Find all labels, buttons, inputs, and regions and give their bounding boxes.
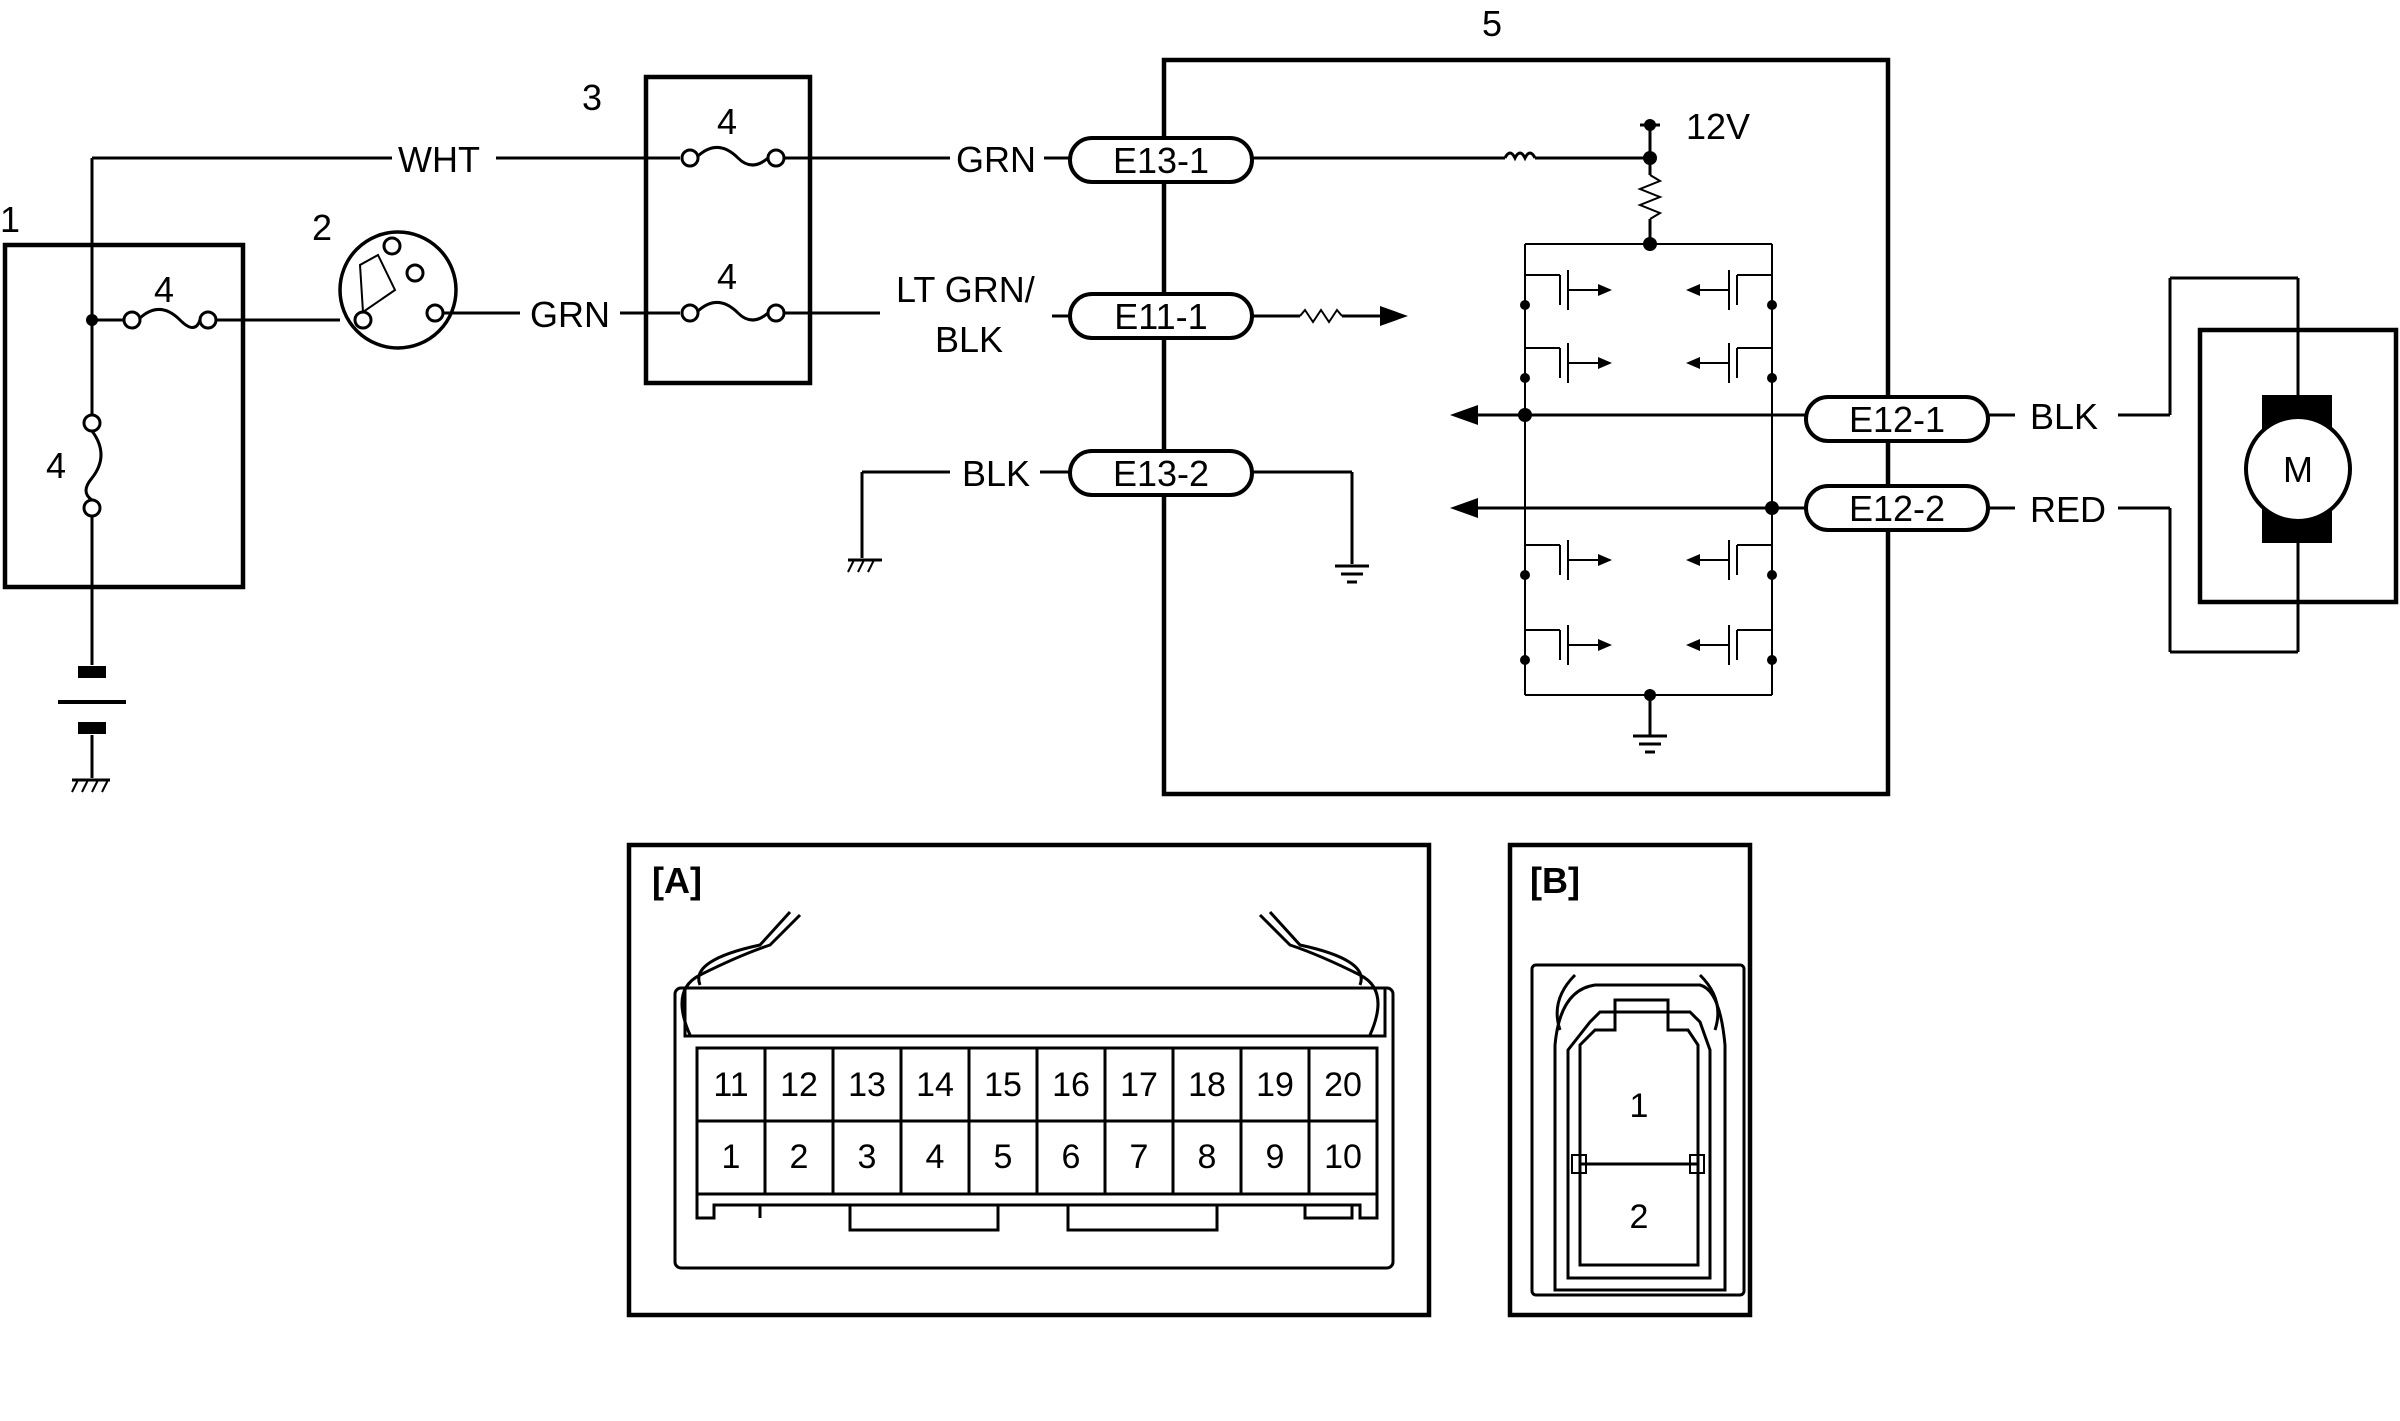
pin-label: 5 [994,1138,1013,1176]
chassis-ground-icon [71,778,110,793]
pin-label: 12 [780,1066,818,1104]
wire-label-red-motor: RED [2030,489,2106,530]
connector-e12-1: E12-1 [1804,395,1990,443]
transistor-icon [1686,343,1777,383]
pin-label: 18 [1188,1066,1226,1104]
pin-label: 4 [926,1138,945,1176]
pin-label: 2 [790,1138,809,1176]
ignition-switch-2: 2 [312,207,458,350]
connector-view-a: [A] [626,842,1432,1318]
label-1: 1 [0,199,20,240]
voltage-12v-label: 12V [1686,106,1750,147]
pin-label: 9 [1266,1138,1285,1176]
motor-label: M [2283,449,2313,490]
label-5: 5 [1482,3,1502,44]
wire-label-blk-ground: BLK [962,453,1030,494]
fuse-label: 4 [717,101,737,142]
pin-label: 19 [1256,1066,1294,1104]
pin-label: 15 [984,1066,1022,1104]
connector-label: E12-2 [1849,488,1945,529]
pin-label: 3 [858,1138,877,1176]
label-3: 3 [582,77,602,118]
pin-label: 10 [1324,1138,1362,1176]
h-bridge [1450,243,1806,754]
connector-e13-2: E13-2 [1068,449,1254,497]
transistor-icon [1520,343,1612,383]
ground-icon [1335,564,1369,584]
connector-label: E11-1 [1114,296,1207,337]
pin-label: 7 [1130,1138,1149,1176]
connector-label: E13-1 [1113,140,1209,181]
wire-label-grn-mid: GRN [530,294,610,335]
battery-icon [58,655,126,778]
motor: M [2197,327,2399,605]
label-2: 2 [312,207,332,248]
transistor-icon [1520,270,1612,310]
connector-e13-1: E13-1 [1068,136,1254,184]
transistor-icon [1686,625,1777,665]
transistor-icon [1686,540,1777,580]
pin-label: 6 [1062,1138,1081,1176]
pin-label: 2 [1630,1198,1649,1236]
connector-e12-2: E12-2 [1804,484,1990,532]
wire-label-wht: WHT [398,139,480,180]
pin-label: 17 [1120,1066,1158,1104]
junction-block-3: 3 4 4 [582,74,813,386]
pin-label: 14 [916,1066,954,1104]
fuse-label: 4 [46,445,66,486]
chassis-ground-icon [847,472,882,573]
connector-label: E12-1 [1849,399,1945,440]
transistor-icon [1520,625,1612,665]
pin-label: 1 [722,1138,741,1176]
fuse-box-1: 1 4 4 [0,158,340,655]
wire-label-grn-top: GRN [956,139,1036,180]
wire-label-blk-motor: BLK [2030,396,2098,437]
fuse-label: 4 [154,269,174,310]
pin-label: 8 [1198,1138,1217,1176]
connector-view-b: [B] 1 2 [1507,842,1753,1318]
view-a-label: [A] [652,860,702,901]
wire-label-ltgrn: LT GRN/ [896,269,1035,310]
connector-e11-1: E11-1 [1068,292,1254,340]
fuse-label: 4 [717,256,737,297]
pin-label: 1 [1630,1087,1649,1125]
transistor-icon [1520,540,1612,580]
ground-icon [1633,734,1667,754]
pin-label: 11 [713,1066,748,1104]
connector-label: E13-2 [1113,453,1209,494]
pin-label: 20 [1324,1066,1362,1104]
view-b-label: [B] [1530,860,1580,901]
pin-label: 13 [848,1066,886,1104]
transistor-icon [1686,270,1777,310]
wire-label-ltgrn-blk: BLK [935,319,1003,360]
pin-label: 16 [1052,1066,1090,1104]
